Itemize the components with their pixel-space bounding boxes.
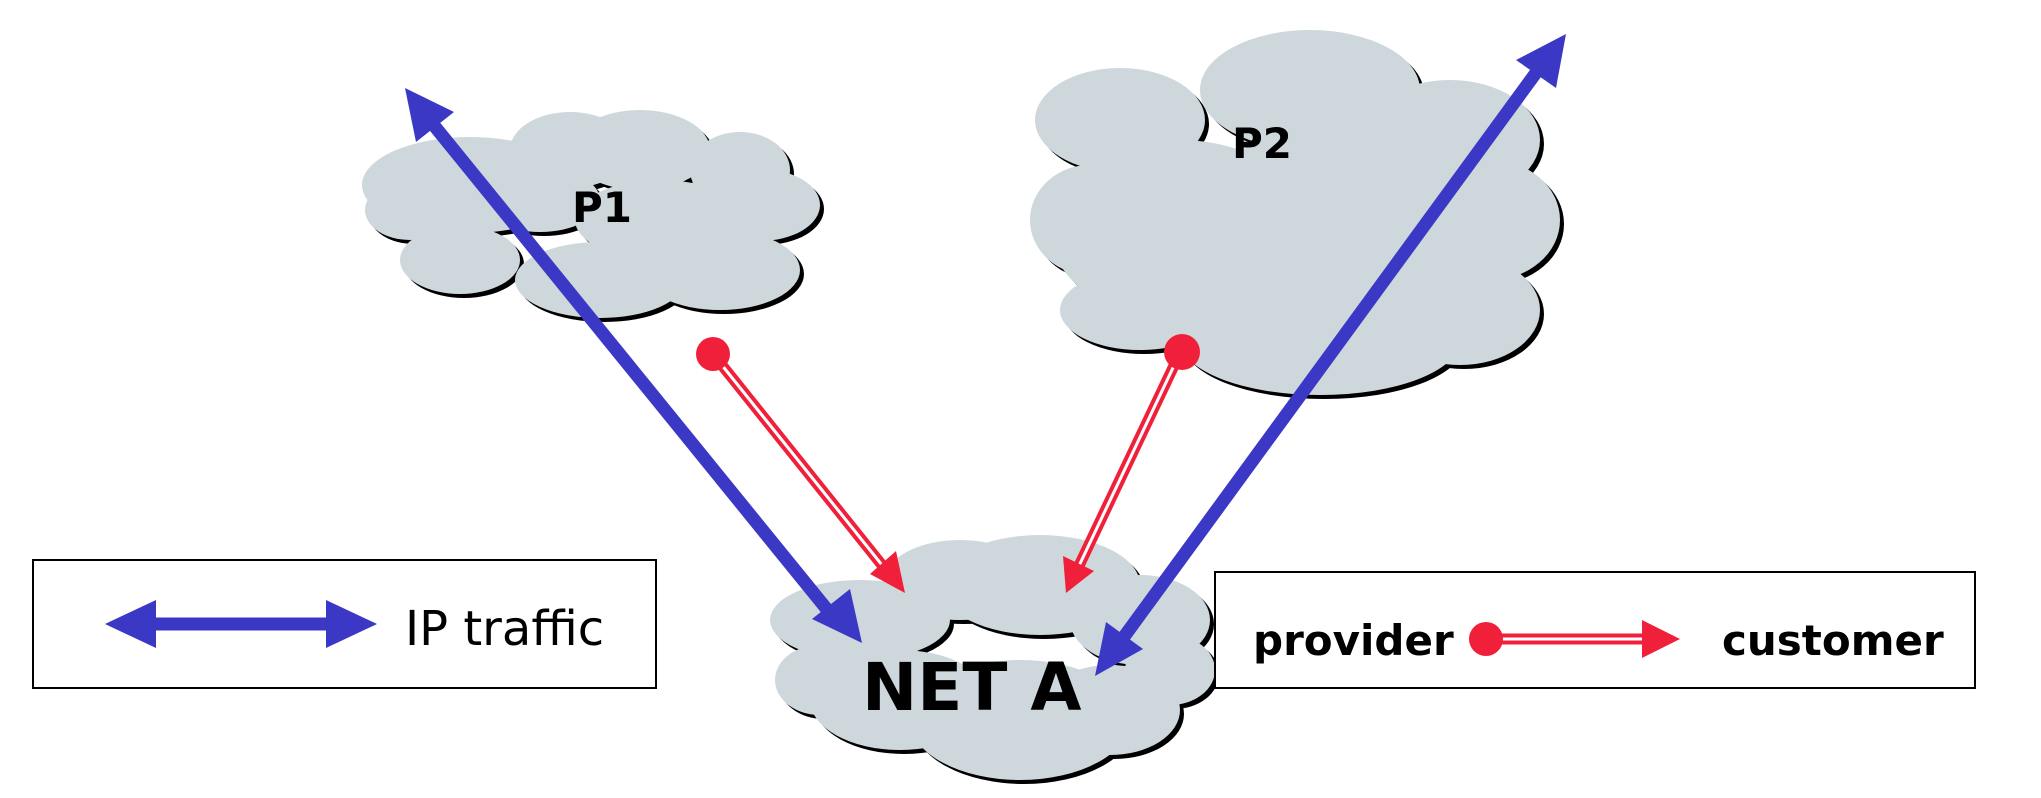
cloud-p2-label: P2 [1232, 119, 1292, 168]
provider-customer-arrow-p1 [696, 337, 905, 593]
cloud-p1-label: P1 [572, 183, 632, 232]
legend-customer-label: customer [1722, 616, 1944, 665]
cloud-net-a-label: NET A [862, 649, 1081, 726]
double-arrow-icon [105, 600, 377, 648]
ip-traffic-arrow-p1 [405, 88, 862, 643]
provider-customer-arrow-p2 [1063, 334, 1200, 593]
cloud-net-a: NET A [770, 535, 1219, 784]
legend-ip-traffic-label: IP traffic [405, 601, 604, 657]
legend-ip-traffic: IP traffic [32, 559, 657, 689]
legend-provider-customer: provider customer [1214, 571, 1976, 689]
cloud-p1: P1 [362, 110, 824, 322]
ip-traffic-arrow-p2 [1095, 34, 1566, 676]
cloud-p2: P2 [1030, 30, 1564, 399]
legend-provider-label: provider [1253, 616, 1454, 665]
provider-customer-arrow-icon [1469, 620, 1680, 658]
